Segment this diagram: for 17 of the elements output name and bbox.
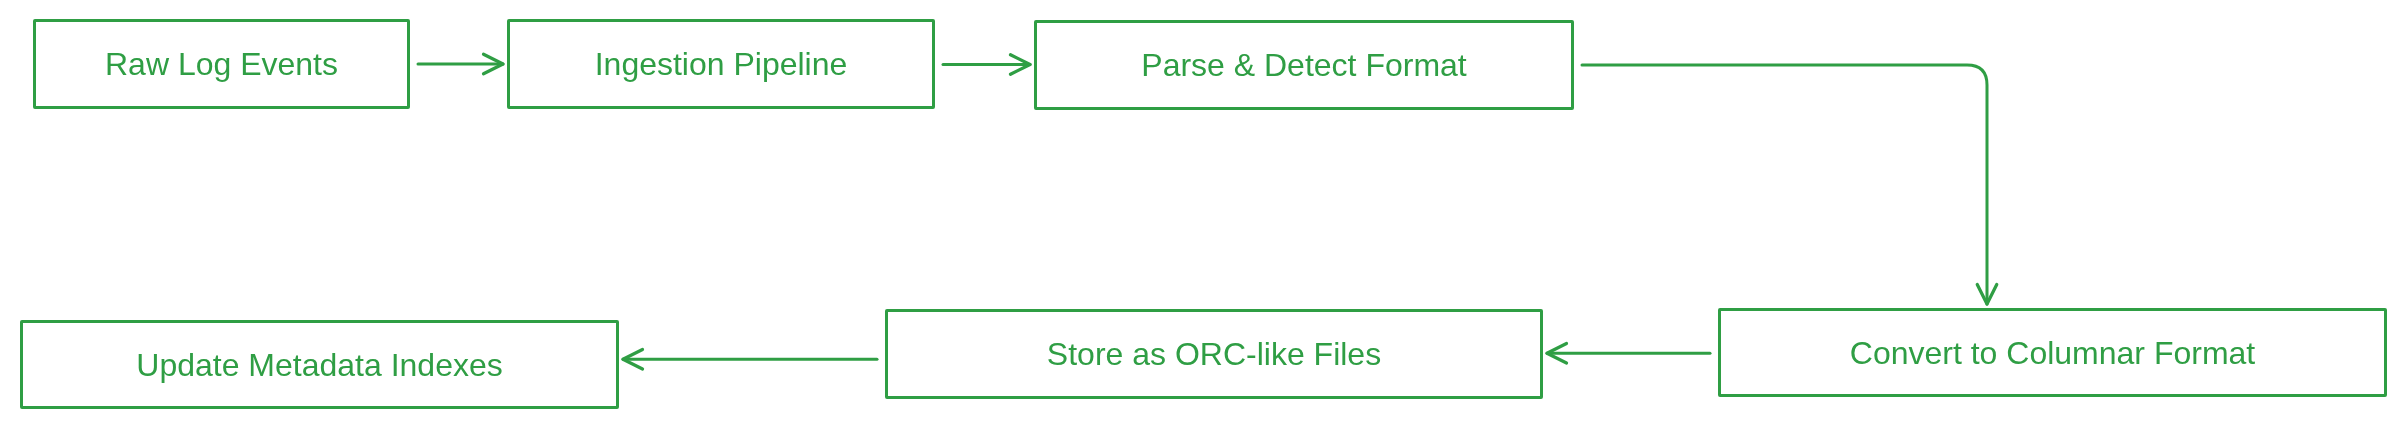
arrow bbox=[1545, 341, 1712, 365]
process-box bbox=[885, 309, 1543, 399]
arrow bbox=[416, 52, 505, 76]
process-box bbox=[1034, 20, 1574, 110]
box-label: Raw Log Events bbox=[105, 45, 338, 84]
box-label: Update Metadata Indexes bbox=[136, 345, 503, 385]
process-box bbox=[33, 19, 410, 109]
box-label: Convert to Columnar Format bbox=[1849, 333, 2256, 373]
box-label: Store as ORC-like Files bbox=[1046, 335, 1382, 374]
arrow bbox=[1580, 63, 1999, 306]
arrow bbox=[621, 347, 879, 371]
box-label: Parse & Detect Format bbox=[1141, 46, 1467, 85]
box-label: Ingestion Pipeline bbox=[594, 45, 848, 84]
arrow bbox=[941, 53, 1032, 76]
process-box bbox=[507, 19, 935, 109]
process-box bbox=[1718, 308, 2387, 397]
process-box bbox=[20, 320, 619, 409]
